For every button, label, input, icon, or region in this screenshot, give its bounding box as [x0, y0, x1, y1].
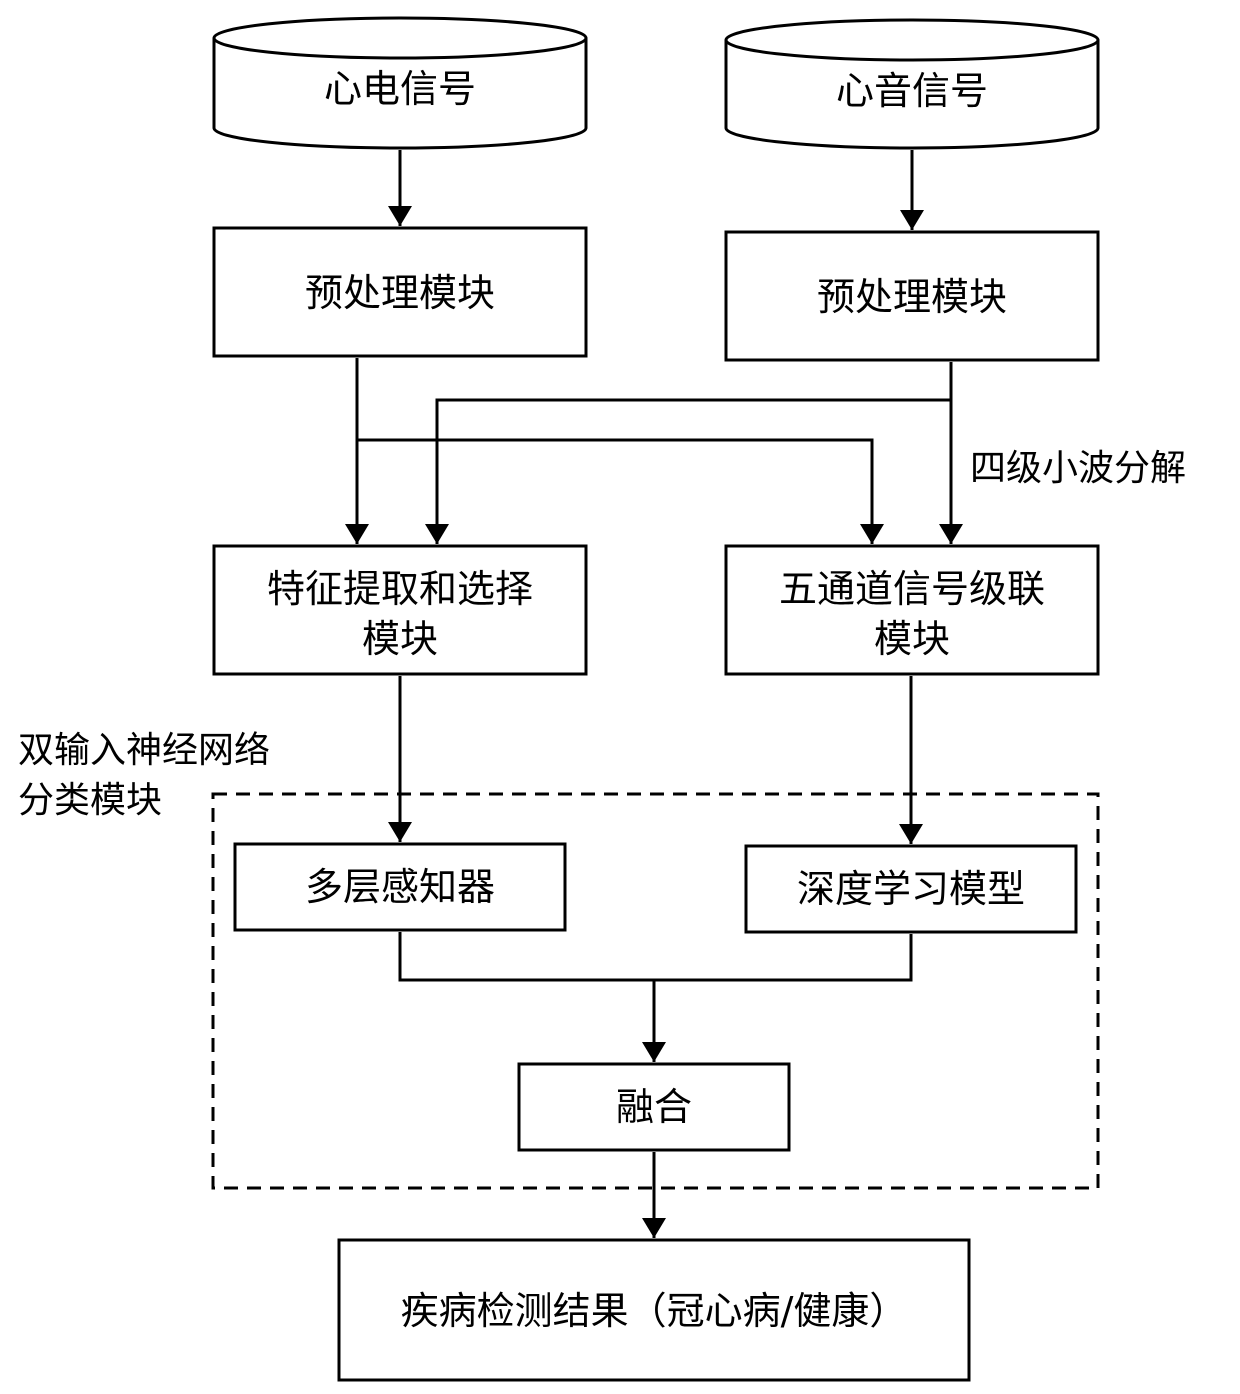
edge-left-preprocess-to-cascade: [357, 440, 872, 544]
fusion-label: 融合: [616, 1085, 692, 1129]
cascade-module-line1: 五通道信号级联: [779, 567, 1045, 611]
ecg-signal-label: 心电信号: [324, 67, 476, 111]
feature-module-line1: 特征提取和选择: [267, 567, 533, 611]
wavelet-decomposition-label: 四级小波分解: [970, 448, 1186, 489]
deep-learning-model-box: 深度学习模型: [746, 846, 1076, 932]
pcg-signal-cylinder: 心音信号: [726, 20, 1098, 148]
result-label: 疾病检测结果（冠心病/健康）: [401, 1289, 908, 1333]
group-title-line1: 双输入神经网络: [18, 730, 270, 771]
group-title-line2: 分类模块: [18, 780, 162, 821]
preprocess-module-left: 预处理模块: [214, 228, 586, 356]
cascade-module-line2: 模块: [874, 617, 950, 661]
deep-model-label: 深度学习模型: [797, 867, 1025, 911]
preprocess-module-right: 预处理模块: [726, 232, 1098, 360]
five-channel-cascade-module: 五通道信号级联 模块: [726, 546, 1098, 674]
pcg-signal-label: 心音信号: [836, 69, 988, 113]
preprocess-left-label: 预处理模块: [305, 271, 495, 315]
detection-result-box: 疾病检测结果（冠心病/健康）: [339, 1240, 969, 1380]
feature-extraction-module: 特征提取和选择 模块: [214, 546, 586, 674]
fusion-box: 融合: [519, 1064, 789, 1150]
preprocess-right-label: 预处理模块: [817, 275, 1007, 319]
mlp-label: 多层感知器: [305, 865, 495, 909]
edge-right-preprocess-to-feature: [437, 400, 951, 544]
edge-mlp-merge: [400, 932, 911, 980]
ecg-signal-cylinder: 心电信号: [214, 18, 586, 148]
feature-module-line2: 模块: [362, 617, 438, 661]
mlp-box: 多层感知器: [235, 844, 565, 930]
